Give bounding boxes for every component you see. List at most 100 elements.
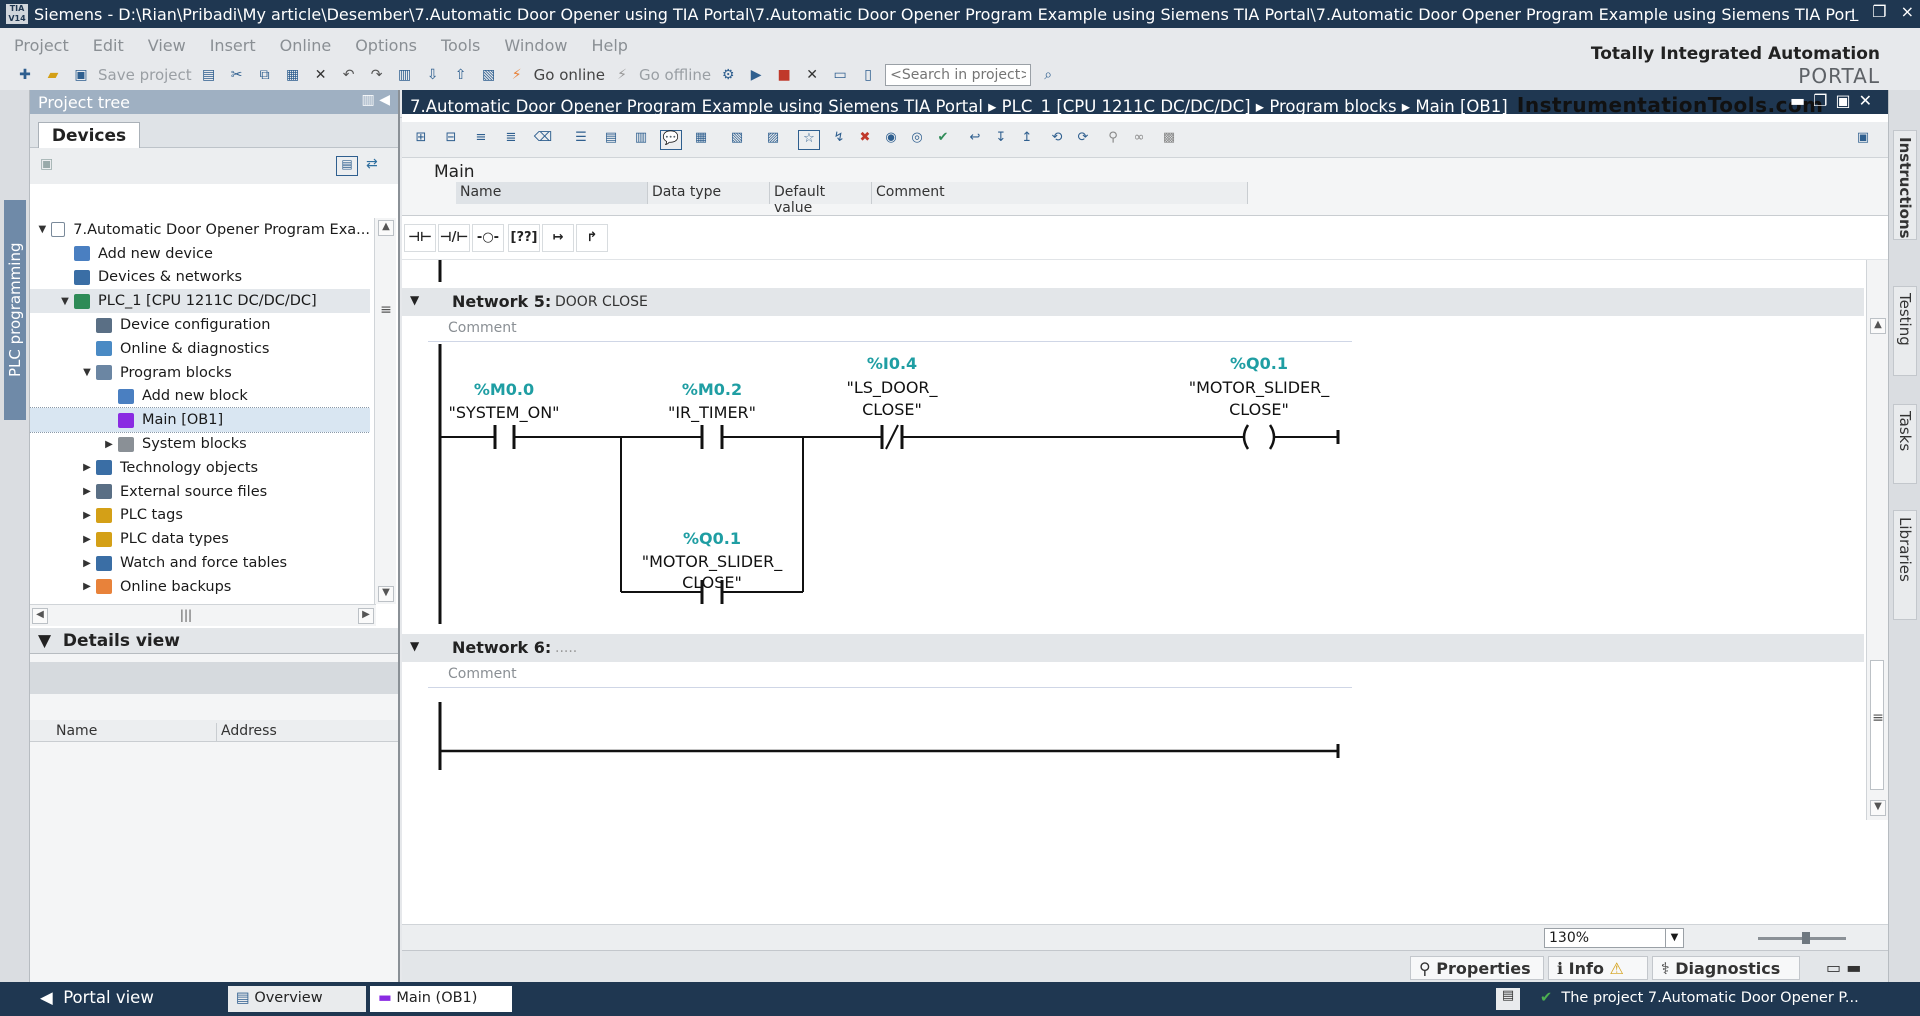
tab-libraries[interactable]: Libraries xyxy=(1893,510,1917,620)
tree-item[interactable]: ▶Watch and force tables xyxy=(30,551,370,575)
new-item-icon[interactable]: ▣ xyxy=(40,156,54,172)
tab-main-ob1[interactable]: ▬ Main (OB1) xyxy=(370,986,512,1012)
symbolic-operand-icon[interactable]: ▧ xyxy=(730,130,744,145)
go-offline-icon[interactable]: ⚡ xyxy=(617,67,627,83)
monitor-off-icon[interactable]: ◎ xyxy=(911,130,923,145)
contact-ir-timer[interactable] xyxy=(700,425,724,449)
insert-row-icon[interactable]: ≡ xyxy=(475,130,487,145)
expand-down-icon[interactable]: ▼ xyxy=(83,367,91,379)
network-6-header[interactable]: ▼ Network 6: ..... xyxy=(402,634,1864,662)
menu-insert[interactable]: Insert xyxy=(209,36,256,55)
c4-address[interactable]: %I0.4 xyxy=(867,354,917,373)
print-icon[interactable]: ▤ xyxy=(202,67,216,83)
status-list-icon[interactable]: ▤ xyxy=(1496,988,1520,1010)
step-into-icon[interactable]: ↧ xyxy=(995,130,1007,145)
sync-icon[interactable]: ⇄ xyxy=(366,156,378,172)
save-project-button[interactable]: Save project xyxy=(98,66,192,84)
download-block-icon[interactable]: ⚲ xyxy=(1108,130,1118,145)
details-collapse-icon[interactable]: ▼ xyxy=(38,631,52,651)
start-cpu-icon[interactable]: ▶ xyxy=(750,67,762,83)
interface-col-datatype[interactable]: Data type xyxy=(648,182,770,204)
details-col-name[interactable]: Name xyxy=(56,723,98,739)
tree-item[interactable]: ▶PLC tags xyxy=(30,504,370,528)
tab-diagnostics[interactable]: ⚕ Diagnostics xyxy=(1652,956,1800,980)
no-contact-tool[interactable]: ⊣⊢ xyxy=(404,224,436,252)
zoom-dropdown-icon[interactable]: ▼ xyxy=(1665,929,1683,947)
reset-icon[interactable]: ⌫ xyxy=(533,130,553,145)
c1-name[interactable]: "SYSTEM_ON" xyxy=(448,403,559,423)
redo-icon[interactable]: ↷ xyxy=(370,67,383,83)
goto-icon[interactable]: ↯ xyxy=(833,130,845,145)
scroll-left-icon[interactable]: ◀ xyxy=(32,608,48,624)
editor-scroll-up-icon[interactable]: ▲ xyxy=(1870,318,1886,334)
inspector-window-controls[interactable]: ▭ ▬ ▲ xyxy=(1826,958,1862,996)
contact-system-on[interactable] xyxy=(493,425,516,449)
collapse-panel-icon[interactable]: ▥ ◀ xyxy=(361,92,390,108)
abs-operand-icon[interactable]: ▦ xyxy=(694,130,708,145)
project-tree-hscroll[interactable]: ◀ ||| ▶ xyxy=(30,604,376,626)
copy-icon[interactable]: ⧉ xyxy=(259,67,270,83)
tree-item[interactable]: Device configuration xyxy=(30,313,370,337)
menu-view[interactable]: View xyxy=(147,36,186,55)
editor-settings-icon[interactable]: ▣ xyxy=(1856,130,1870,145)
minimize-button[interactable]: _ xyxy=(1850,2,1859,21)
tab-overview[interactable]: ▤ Overview xyxy=(228,986,366,1012)
delete-network-icon[interactable]: ⊟ xyxy=(445,130,457,145)
network-5-collapse-icon[interactable]: ▼ xyxy=(410,293,420,307)
tree-item[interactable]: ▶Online backups xyxy=(30,575,370,599)
menu-options[interactable]: Options xyxy=(355,36,417,55)
tree-item[interactable]: ▼7.Automatic Door Opener Program Exa... xyxy=(30,218,370,242)
menu-help[interactable]: Help xyxy=(591,36,628,55)
step-out-icon[interactable]: ↥ xyxy=(1021,130,1033,145)
tree-item[interactable]: ▶External source files xyxy=(30,480,370,504)
coil-tool[interactable]: -○- xyxy=(472,224,504,252)
tab-plc-programming[interactable]: PLC programming xyxy=(4,200,26,420)
tree-item[interactable]: ▼Program blocks xyxy=(30,361,370,385)
coil-name-line1[interactable]: "MOTOR_SLIDER_ xyxy=(1189,378,1331,398)
network-5-comment[interactable]: Comment xyxy=(428,316,1352,342)
scroll-up-icon[interactable]: ▲ xyxy=(378,220,394,236)
append-row-icon[interactable]: ≣ xyxy=(505,130,517,145)
favorites-icon[interactable]: ☆ xyxy=(798,130,820,150)
open-branch-tool[interactable]: ↦ xyxy=(542,224,574,252)
network-5-header[interactable]: ▼ Network 5: DOOR CLOSE xyxy=(402,288,1864,316)
interface-col-default[interactable]: Default value xyxy=(770,182,872,216)
tree-item[interactable]: Devices & networks xyxy=(30,266,370,290)
open-block-icon[interactable]: ⟲ xyxy=(1051,130,1063,145)
paste-icon[interactable]: ▦ xyxy=(286,67,300,83)
tab-tasks[interactable]: Tasks xyxy=(1893,404,1917,484)
coil-address[interactable]: %Q0.1 xyxy=(1230,354,1288,373)
open-project-icon[interactable]: ▰ xyxy=(47,67,59,83)
search-input[interactable] xyxy=(885,64,1032,86)
editor-scroll-grip-icon[interactable]: ≡ xyxy=(1872,710,1884,726)
c3-name-line1[interactable]: "MOTOR_SLIDER_ xyxy=(642,552,784,572)
menu-window[interactable]: Window xyxy=(504,36,568,55)
simulation-icon[interactable]: ▧ xyxy=(482,67,496,83)
tab-devices[interactable]: Devices xyxy=(38,122,140,148)
tree-item[interactable]: ▶PLC data types xyxy=(30,527,370,551)
zoom-select[interactable]: 130% ▼ xyxy=(1544,928,1684,948)
monitor-on-icon[interactable]: ◉ xyxy=(885,130,897,145)
expand-right-icon[interactable]: ▶ xyxy=(105,438,113,450)
tree-item[interactable]: Main [OB1] xyxy=(30,407,370,434)
close-branch-tool[interactable]: ↱ xyxy=(576,224,608,252)
c2-address[interactable]: %M0.2 xyxy=(682,380,742,399)
split-horizontal-icon[interactable]: ▭ xyxy=(833,67,847,83)
hscroll-grip-icon[interactable]: ||| xyxy=(179,608,193,622)
expand-right-icon[interactable]: ▶ xyxy=(83,581,91,593)
c3-address[interactable]: %Q0.1 xyxy=(683,529,741,548)
link-icon[interactable]: ∞ xyxy=(1133,130,1145,145)
scroll-right-icon[interactable]: ▶ xyxy=(358,608,374,624)
expand-right-icon[interactable]: ▶ xyxy=(83,509,91,521)
delete-icon[interactable]: ✕ xyxy=(314,67,327,83)
coil-motor-slider-close[interactable] xyxy=(1242,424,1276,450)
cross-reference-icon[interactable]: ✕ xyxy=(806,67,818,83)
upload-icon[interactable]: ⇧ xyxy=(454,67,467,83)
details-view-header[interactable]: ▼ Details view xyxy=(30,628,398,654)
expand-right-icon[interactable]: ▶ xyxy=(83,533,91,545)
tree-item[interactable]: ▶Technology objects xyxy=(30,456,370,480)
split-vertical-icon[interactable]: ▯ xyxy=(864,67,872,83)
breakpoint-icon[interactable]: ✖ xyxy=(859,130,871,145)
scroll-down-icon[interactable]: ▼ xyxy=(378,586,394,602)
tree-item[interactable]: ▶System blocks xyxy=(30,432,370,456)
